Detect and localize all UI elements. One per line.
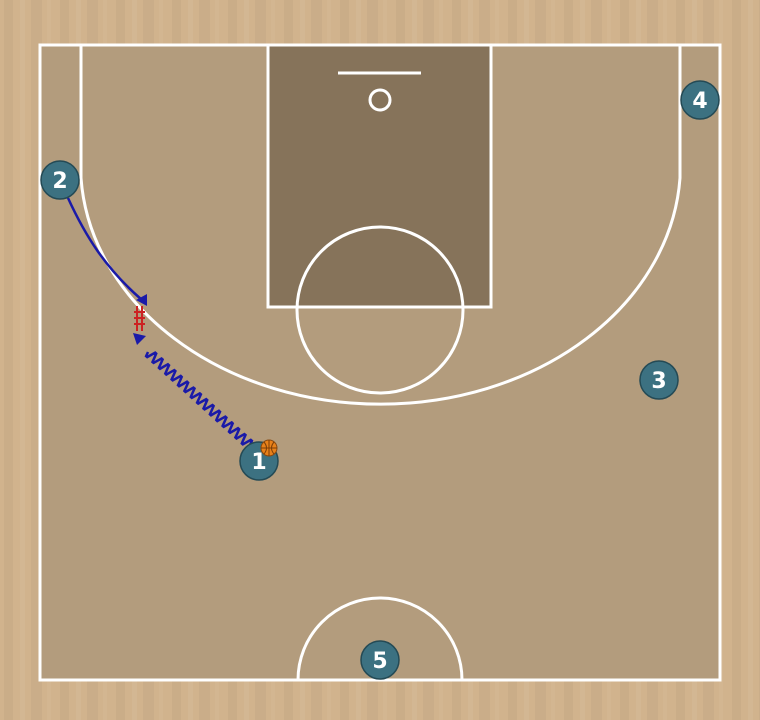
player-2-marker (40, 160, 80, 200)
player-5-label: 5 (372, 649, 387, 674)
player-3-label: 3 (651, 369, 666, 394)
lane-lines (266, 43, 493, 309)
arrowhead-icon (136, 294, 147, 306)
dribble-action-player-1 (133, 333, 254, 446)
player-3: 3 (639, 360, 679, 400)
screen-marker-icon (134, 306, 145, 331)
player-1-label: 1 (251, 450, 266, 475)
dribble-path (144, 351, 254, 446)
player-5: 5 (360, 640, 400, 680)
arrowhead-icon (133, 333, 146, 345)
paint-area (268, 45, 491, 307)
player-4-label: 4 (692, 89, 707, 114)
cut-action-player-2 (66, 197, 147, 331)
center-circle (296, 596, 464, 681)
free-throw-circle (295, 225, 465, 395)
cut-path (66, 197, 143, 301)
player-4-marker (680, 80, 720, 120)
basketball-icon (260, 439, 278, 457)
court-lines (38, 43, 722, 682)
player-5-marker (360, 640, 400, 680)
player-2-label: 2 (52, 169, 67, 194)
basket-rim (368, 88, 392, 112)
three-point-line (79, 45, 682, 406)
player-3-marker (639, 360, 679, 400)
player-4: 4 (680, 80, 720, 120)
player-2: 2 (40, 160, 80, 200)
